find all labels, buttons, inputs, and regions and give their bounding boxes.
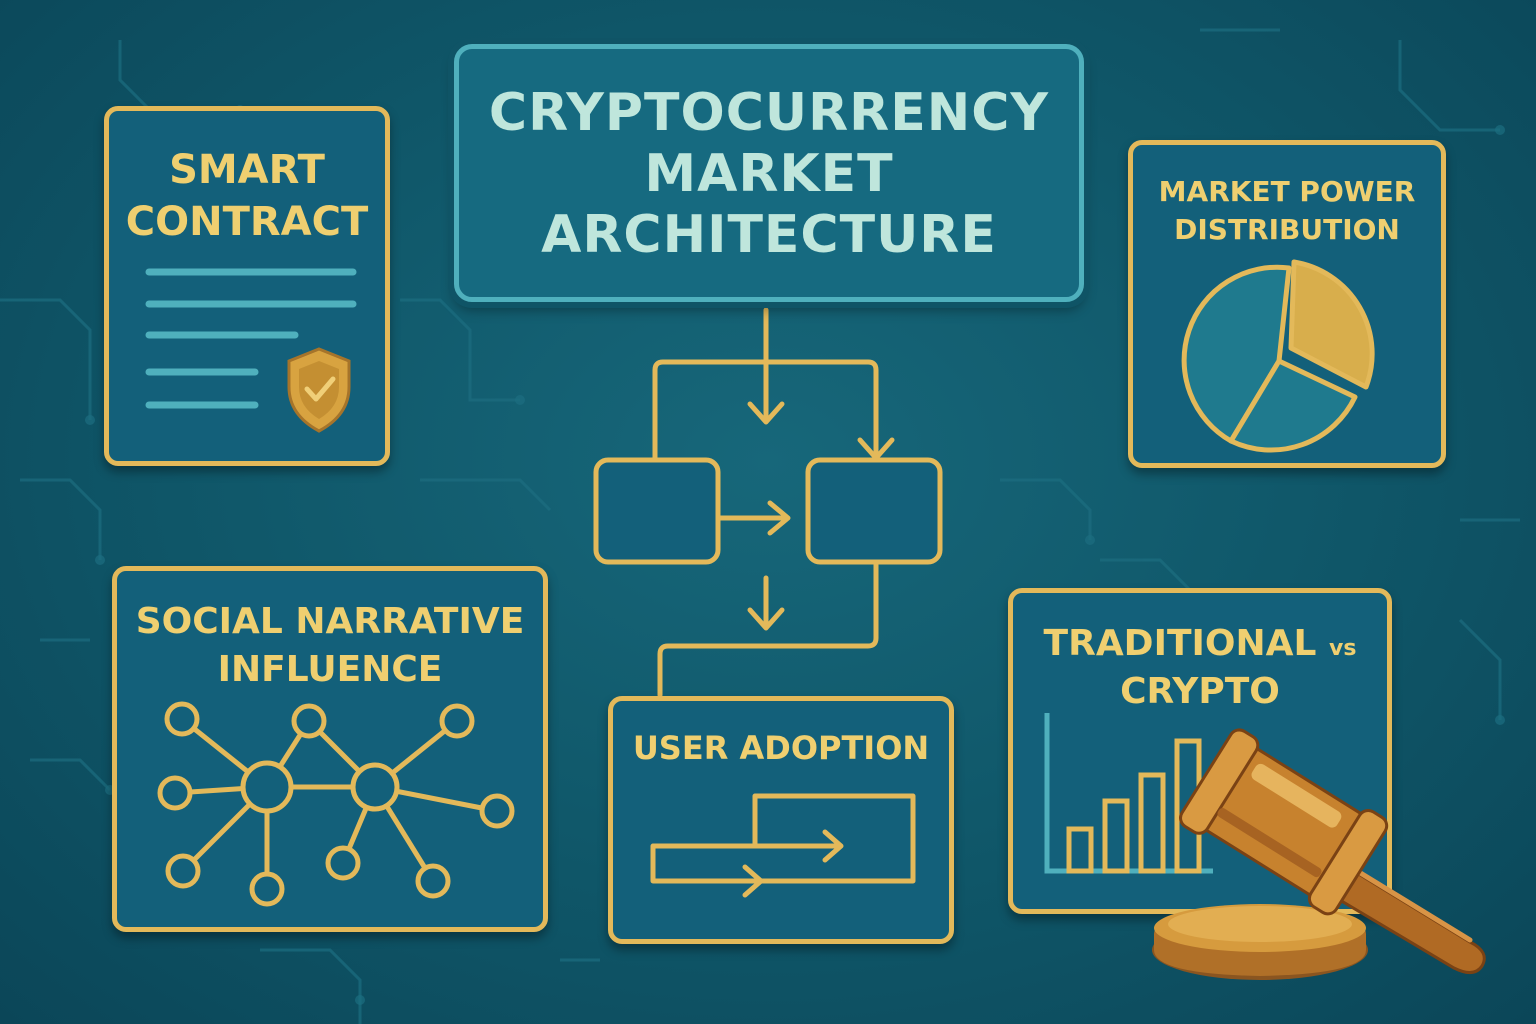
- contract-document-lines: [145, 268, 357, 409]
- network-graph-icon: [157, 701, 515, 907]
- crypto-label: CRYPTO: [1120, 671, 1280, 712]
- market-power-title-2: DISTRIBUTION: [1174, 213, 1400, 246]
- market-power-title-1: MARKET POWER: [1158, 175, 1416, 208]
- traditional-vs-title-1: TRADITIONAL vs: [1013, 623, 1387, 664]
- smart-contract-title-1: SMART: [169, 147, 325, 193]
- branch-connector: [652, 359, 879, 463]
- bar-chart-icon: [1044, 713, 1213, 874]
- flow-box-left: [593, 457, 721, 565]
- smart-contract-panel: SMART CONTRACT: [104, 106, 390, 466]
- vs-label: vs: [1329, 636, 1357, 661]
- connector-to-adoption: [657, 559, 879, 698]
- title-line-1: CRYPTOCURRENCY: [488, 83, 1050, 143]
- smart-contract-title-2: CONTRACT: [125, 199, 369, 245]
- shield-check-icon: [287, 347, 351, 433]
- social-narrative-title-1: SOCIAL NARRATIVE: [135, 601, 525, 642]
- social-narrative-title-2: INFLUENCE: [217, 649, 443, 690]
- social-narrative-panel: SOCIAL NARRATIVE INFLUENCE: [112, 566, 548, 932]
- user-adoption-title: USER ADOPTION: [632, 729, 930, 767]
- user-adoption-panel: USER ADOPTION: [608, 696, 954, 944]
- title-line-2: MARKET: [644, 144, 894, 204]
- gavel-icon: [1152, 728, 1486, 980]
- flow-box-right: [805, 457, 943, 565]
- traditional-label: TRADITIONAL: [1043, 623, 1317, 664]
- title-line-3: ARCHITECTURE: [541, 205, 997, 265]
- title-panel: CRYPTOCURRENCY MARKET ARCHITECTURE: [454, 44, 1084, 302]
- pie-chart-icon: [1181, 259, 1375, 453]
- market-power-panel: MARKET POWER DISTRIBUTION: [1128, 140, 1446, 468]
- adoption-flow-icon: [650, 793, 916, 898]
